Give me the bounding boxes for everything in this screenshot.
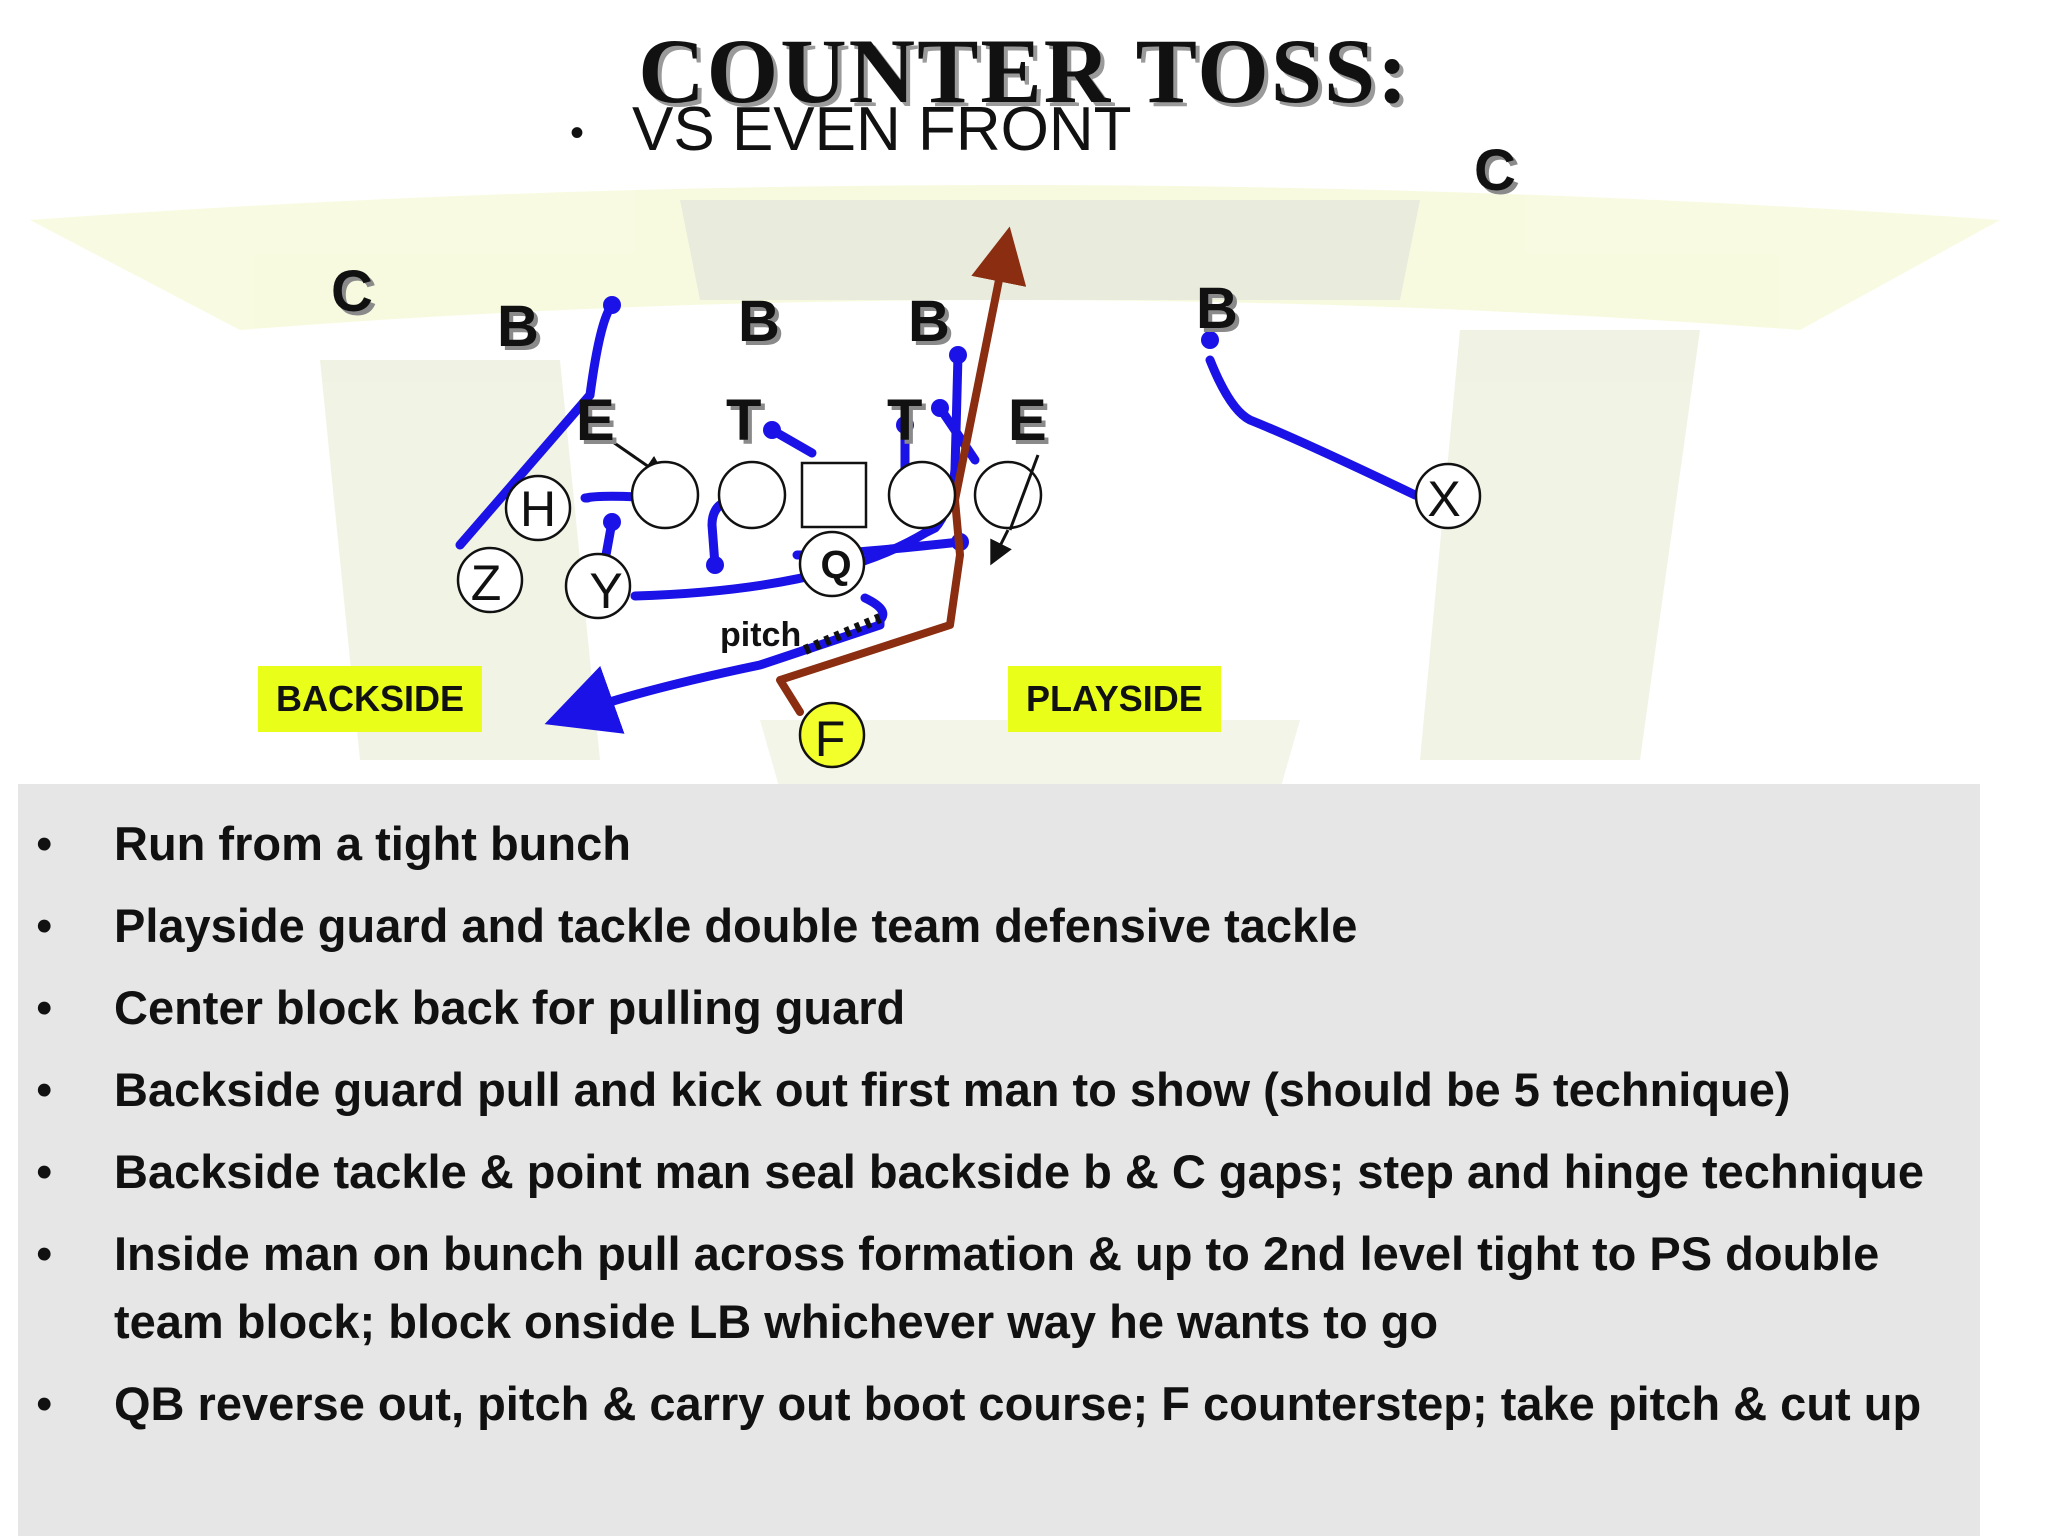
note-bullet: • [36, 1063, 53, 1116]
subtitle-bullet: • [570, 111, 585, 156]
playside-label: PLAYSIDE [1008, 666, 1221, 732]
logo-watermark [30, 185, 2000, 790]
note-bullet: • [36, 1227, 53, 1280]
note-item: • Backside tackle & point man seal backsi… [18, 1138, 1980, 1206]
note-item: • Run from a tight bunch [18, 810, 1980, 878]
svg-text:E: E [580, 392, 619, 457]
note-bullet: • [36, 817, 53, 870]
svg-text:E: E [1012, 392, 1051, 457]
note-text: Run from a tight bunch [114, 817, 631, 870]
player-f [798, 701, 866, 769]
offense-players [456, 462, 1482, 769]
path-f-pitch [544, 593, 888, 734]
label-end-left: E [576, 388, 615, 453]
player-q [798, 530, 866, 598]
player-h [504, 474, 572, 542]
svg-text:B: B [501, 298, 543, 363]
center [800, 461, 868, 529]
note-text: Backside tackle & point man seal backsid… [114, 1145, 1924, 1198]
path-x-crack [1205, 355, 1420, 500]
slide-title: COUNTER TOSS: [638, 20, 1410, 122]
label-tackle-left: T [726, 388, 761, 453]
label-end-right: E [1008, 388, 1047, 453]
coaching-notes: • Run from a tight bunch • Playside guard … [18, 784, 1980, 1536]
playside-tackle [973, 460, 1043, 530]
label-z: Z [471, 555, 502, 611]
path-pt-block [935, 403, 980, 465]
note-bullet: • [36, 981, 53, 1034]
svg-text:T: T [730, 392, 765, 457]
label-corner-left: C [331, 259, 373, 324]
note-text: Backside guard pull and kick out first m… [114, 1063, 1791, 1116]
label-backer-4: B [1196, 276, 1238, 341]
player-y [564, 552, 632, 620]
svg-text:C: C [1478, 142, 1520, 207]
note-item: • Inside man on bunch pull across formati… [18, 1220, 1980, 1356]
label-q: Q [820, 543, 851, 587]
note-text: Center block back for pulling guard [114, 981, 906, 1034]
label-tackle-right: T [887, 388, 922, 453]
offense-labels: H Z Y Q X F [471, 471, 1461, 767]
note-bullet: • [36, 899, 53, 952]
player-z [456, 546, 524, 614]
subtitle-text: VS EVEN FRONT [632, 95, 1132, 164]
svg-text:B: B [742, 293, 784, 358]
note-item: • QB reverse out, pitch & carry out boot … [18, 1370, 1980, 1438]
notes-list: • Run from a tight bunch • Playside guard … [18, 784, 1980, 1438]
label-backer-1: B [497, 294, 539, 359]
svg-text:B: B [1200, 280, 1242, 345]
pitch-line [803, 613, 882, 655]
path-left-end-rush [585, 300, 617, 400]
ball-carrier-path [776, 226, 1027, 716]
label-y: Y [589, 563, 622, 619]
player-x [1414, 462, 1482, 530]
note-bullet: • [36, 1377, 53, 1430]
svg-text:C: C [335, 263, 377, 328]
defense-labels: C C C C B B B B B B B B E E T T T T E E [331, 138, 1520, 457]
backside-guard [717, 460, 787, 530]
path-z-release [455, 390, 595, 550]
note-text: QB reverse out, pitch & carry out boot c… [114, 1377, 1922, 1430]
backside-tackle [630, 460, 700, 530]
label-h: H [520, 481, 556, 537]
backside-label: BACKSIDE [258, 666, 483, 732]
label-corner-right: C [1474, 138, 1516, 203]
svg-text:T: T [891, 392, 926, 457]
note-bullet: • [36, 1145, 53, 1198]
note-item: • Center block back for pulling guard [18, 974, 1980, 1042]
label-x: X [1427, 471, 1460, 527]
note-item: • Playside guard and tackle double team d… [18, 892, 1980, 960]
note-text: Playside guard and tackle double team de… [114, 899, 1358, 952]
note-text: Inside man on bunch pull across formatio… [114, 1227, 1880, 1348]
svg-text:B: B [912, 293, 954, 358]
label-backer-2: B [738, 289, 780, 354]
play-diagram: H Z Y Q X F C C C C B B B B B B B B E E … [30, 138, 2000, 790]
note-item: • Backside guard pull and kick out first … [18, 1056, 1980, 1124]
slide-subtitle: • VS EVEN FRONT [570, 94, 1132, 165]
playside-guard [887, 460, 957, 530]
pitch-label: pitch [720, 616, 801, 654]
offensive-line [630, 454, 1043, 531]
label-backer-3: B [908, 289, 950, 354]
label-f: F [815, 711, 846, 767]
